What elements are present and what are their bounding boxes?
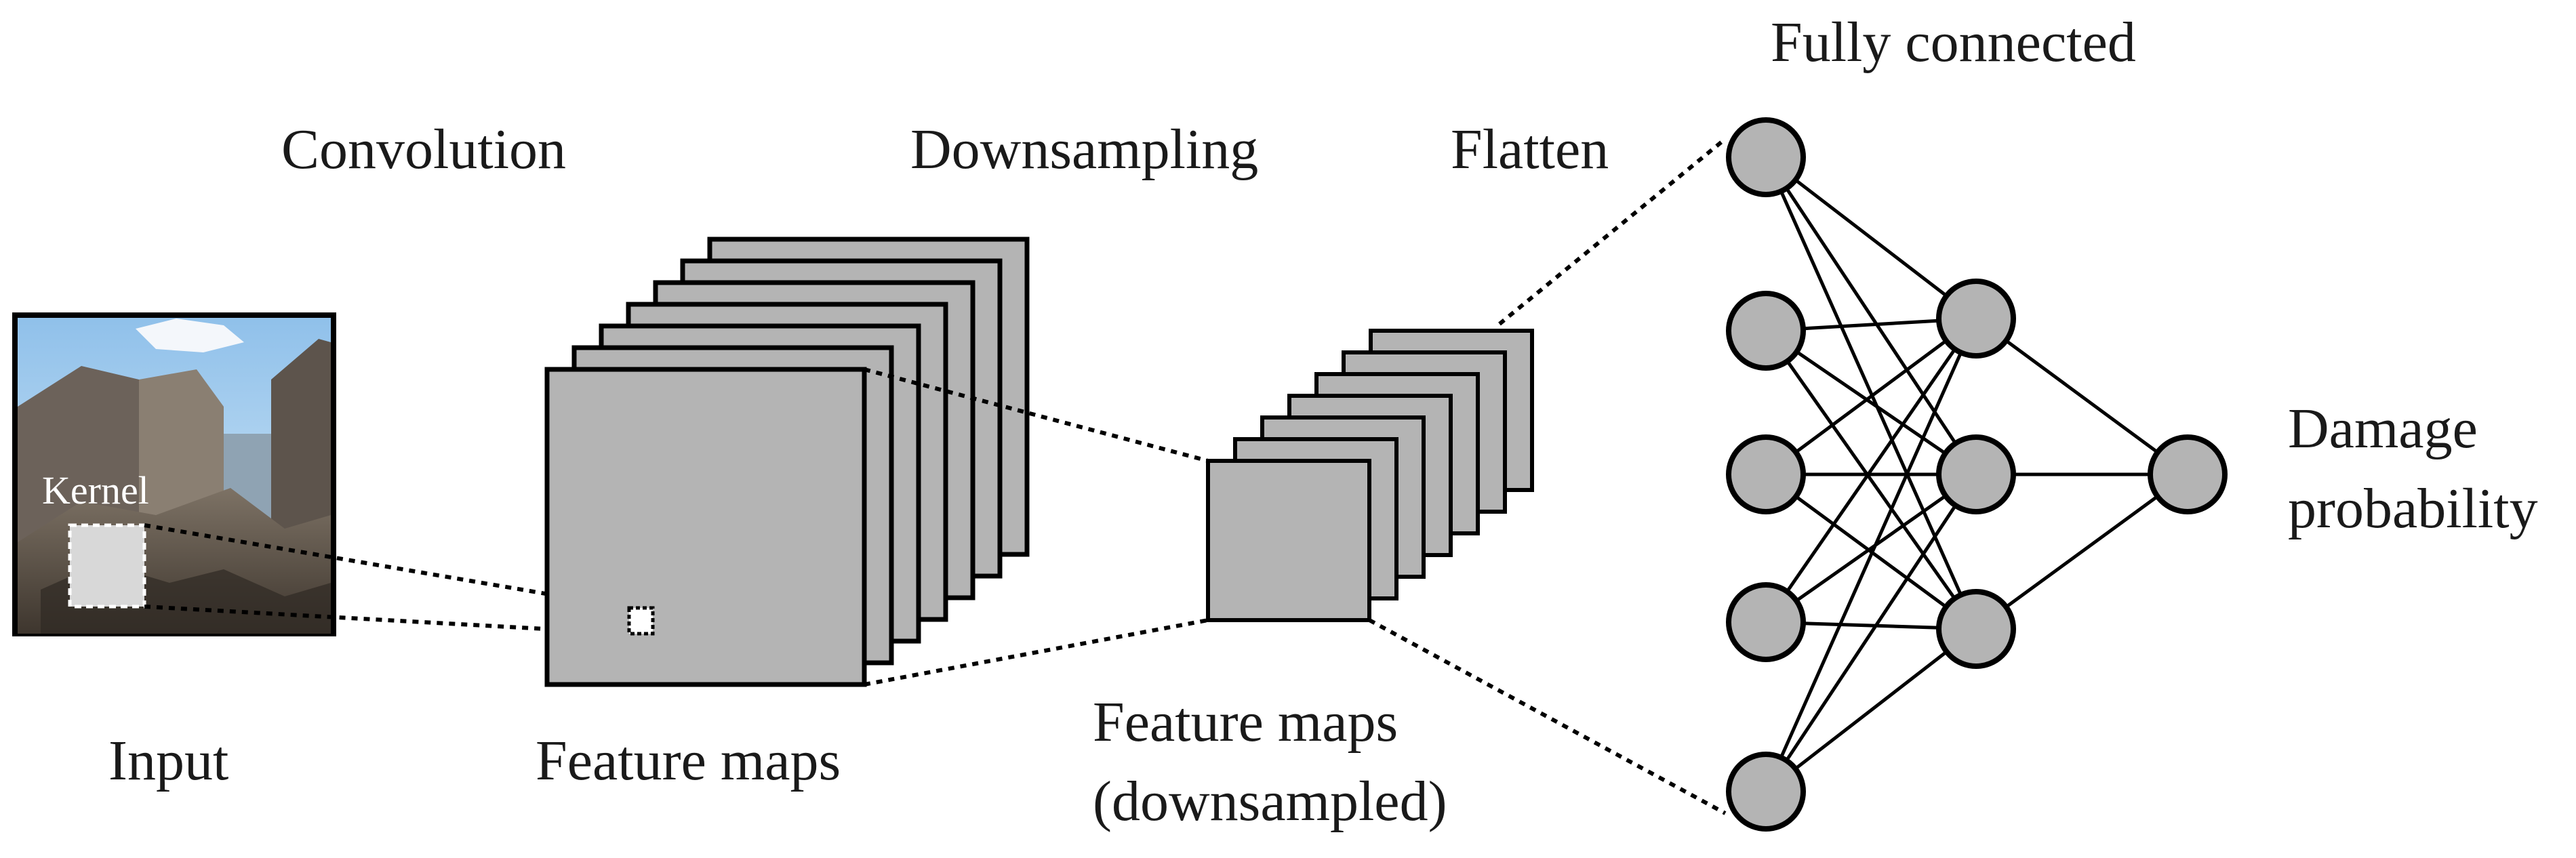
edge-l1-4-1 (1764, 317, 1978, 624)
edge-l1-1-1 (1765, 156, 1977, 320)
node-layer1-3 (1726, 434, 1806, 514)
node-layer2-3 (1936, 589, 2016, 669)
edge-l2-3-1 (1975, 472, 2189, 631)
edge-l1-1-2 (1764, 156, 1978, 476)
edge-l1-1-3 (1764, 156, 1978, 630)
label-feature-maps-ds-1: Feature maps (1093, 691, 1398, 754)
edge-l1-4-2 (1765, 472, 1977, 624)
network-nodes (1726, 117, 2228, 832)
label-input: Input (108, 729, 228, 792)
edge-l1-5-3 (1765, 628, 1977, 793)
label-downsampling: Downsampling (910, 118, 1258, 181)
edge-l2-1-1 (1975, 316, 2189, 476)
label-feature-maps: Feature maps (536, 729, 841, 792)
node-layer1-5 (1726, 752, 1806, 832)
kernel-box (68, 523, 146, 609)
edge-l1-2-3 (1764, 329, 1978, 630)
input-image: Kernel (12, 312, 336, 636)
node-layer1-4 (1726, 582, 1806, 662)
label-damage: Damage (2288, 397, 2478, 460)
network-edges (1764, 156, 2189, 793)
edge-l1-5-2 (1764, 473, 1978, 793)
label-probability: probability (2288, 477, 2538, 540)
node-layer3-1 (2148, 434, 2228, 514)
downsampled-maps-stack (1206, 329, 1534, 622)
label-convolution: Convolution (281, 118, 566, 181)
edge-l1-5-1 (1764, 317, 1978, 793)
node-layer2-2 (1936, 434, 2016, 514)
edge-l1-2-2 (1765, 329, 1977, 476)
edge-l1-3-1 (1765, 316, 1977, 476)
label-fully-connected: Fully connected (1771, 11, 2136, 74)
feature-map-7 (544, 367, 867, 687)
label-feature-maps-ds-2: (downsampled) (1093, 770, 1447, 833)
node-layer1-2 (1726, 291, 1806, 371)
node-layer1-1 (1726, 117, 1806, 197)
label-flatten: Flatten (1451, 118, 1609, 181)
node-layer2-1 (1936, 279, 2016, 359)
kernel-label: Kernel (42, 468, 149, 512)
receptive-field (627, 606, 655, 636)
downsample-connectors (864, 367, 1209, 687)
feature-maps-stack (544, 237, 1030, 687)
downsampled-map-7 (1206, 459, 1371, 622)
cloud-shape (136, 319, 244, 352)
